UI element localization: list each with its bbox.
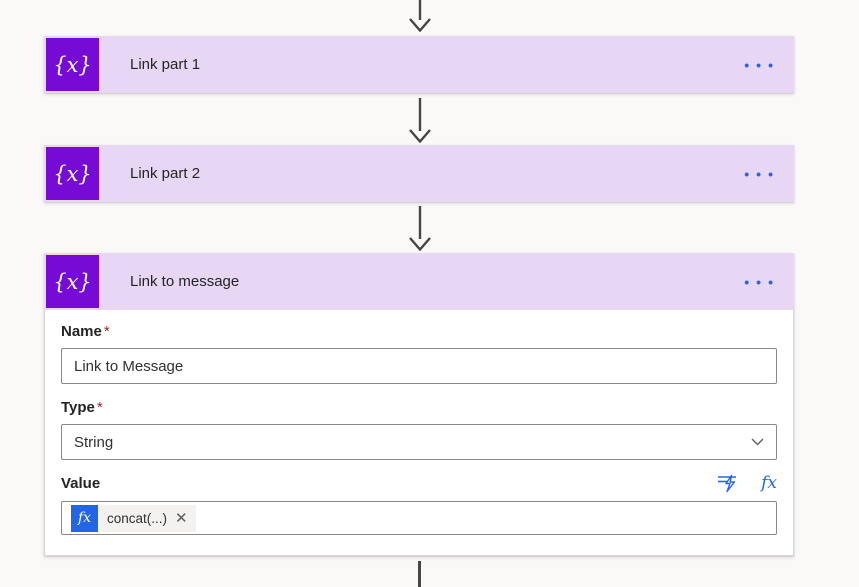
connector-arrow[interactable] <box>407 98 433 143</box>
action-title: Link part 2 <box>130 165 201 182</box>
expression-fx-icon[interactable]: fx <box>761 473 777 493</box>
type-select-value: String <box>74 433 114 451</box>
more-options-button[interactable]: ••• <box>744 273 780 290</box>
name-field-label: Name* <box>61 323 110 340</box>
connector-arrow[interactable] <box>407 0 433 32</box>
value-field-label: Value <box>61 475 101 492</box>
variable-icon: {x} <box>46 255 99 308</box>
required-asterisk: * <box>96 399 103 416</box>
expression-token[interactable]: fx concat(...) ✕ <box>71 504 196 532</box>
action-header[interactable]: {x} Link part 1 ••• <box>44 36 794 93</box>
type-select[interactable]: String <box>61 424 777 460</box>
action-title: Link part 1 <box>130 56 201 73</box>
more-options-button[interactable]: ••• <box>744 56 780 73</box>
connector-line[interactable] <box>418 561 421 587</box>
value-input[interactable]: fx concat(...) ✕ <box>61 501 777 535</box>
action-header[interactable]: {x} Link to message ••• <box>44 253 794 310</box>
action-card-link-to-message: {x} Link to message ••• Name* Type* Stri… <box>44 253 794 556</box>
action-card-link-part-1: {x} Link part 1 ••• <box>44 36 794 93</box>
expression-token-label: concat(...) <box>107 510 168 526</box>
type-field-label: Type* <box>61 399 103 416</box>
action-parameters: Name* Type* String Value <box>45 310 793 555</box>
dynamic-content-button[interactable] <box>716 474 739 493</box>
action-header[interactable]: {x} Link part 2 ••• <box>44 145 794 202</box>
action-card-link-part-2: {x} Link part 2 ••• <box>44 145 794 202</box>
dynamic-content-icon <box>718 474 737 493</box>
name-input[interactable] <box>61 348 777 384</box>
variable-icon: {x} <box>46 38 99 91</box>
token-remove-icon[interactable]: ✕ <box>175 509 188 527</box>
connector-arrow[interactable] <box>407 206 433 251</box>
action-title: Link to message <box>130 273 240 290</box>
variable-icon: {x} <box>46 147 99 200</box>
chevron-down-icon <box>751 438 764 446</box>
required-asterisk: * <box>103 323 110 340</box>
fx-badge-icon: fx <box>71 504 98 532</box>
more-options-button[interactable]: ••• <box>744 165 780 182</box>
